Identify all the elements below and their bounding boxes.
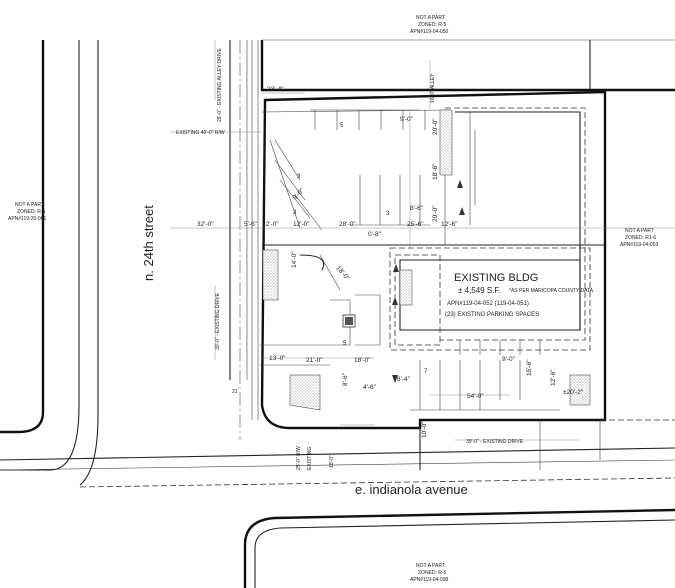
south-driveway [419,419,675,470]
parcel-north-line3: APN#119-04-050 [410,29,448,35]
stall-count-angled-2: 3 [293,210,297,216]
parking-south [260,254,560,411]
stall-count-south: 7 [424,369,428,375]
dim-54-0: 54'-0" [467,393,484,400]
dim-5-6: 5'-6" [244,221,258,228]
dim-12-6-b: 12'-6" [550,369,557,386]
parcel-north: NOT A PART ZONED: R-5 APN#119-04-050 [410,15,448,35]
direction-arrows [392,180,465,383]
label-rw-south-2: 18'-0" [329,455,335,468]
dim-18-8: 18'-8" [432,163,439,180]
dim-20-2: ±20'-2" [563,389,584,396]
dim-20-0-a: 20'-0" [432,118,439,135]
building-area-note: *AS PER MARICOPA COUNTY DATA [509,288,594,294]
label-drive-west: 30'-0" - EXISTING DRIVE [215,292,221,350]
small-mark: 21 [232,389,238,395]
landscape-areas [262,109,591,411]
dim-10-0: 10'-0" [421,421,428,438]
label-rw-south: 25'-0" R/W [296,446,302,470]
parcel-south-line2: ZONED: R-5 [418,570,447,576]
parcel-west: NOT A PART ZONED: R-5 APN#119-20-061 [8,202,46,222]
dim-15-6: 15'-6" [526,359,533,376]
parcel-south: NOT A PART ZONED: R-5 APN#119-04-098 [410,563,448,583]
dim-18-0-a: 18'-0" [334,265,350,283]
dim-8-6-b: 8'-6" [342,372,349,386]
dim-32-0: 32'-0" [197,221,214,228]
dim-25-6: 25'-6" [407,221,424,228]
label-rw-north: EXISTING 40'-0" R/W [176,130,225,136]
dim-12-0-a: 12'-0" [262,221,279,228]
dim-9-0-a: 9'-0" [400,116,414,123]
parcel-east-line3: APN#119-04-053 [620,242,658,248]
street-curbs [0,40,675,588]
parcel-south-line1: NOT A PART [416,563,445,569]
street-label-indianola: e. indianola avenue [355,482,468,497]
stall-count-center: 3 [386,211,390,217]
parcel-north-line1: NOT A PART [416,15,445,21]
parcel-west-line3: APN#119-20-061 [8,216,46,222]
label-existing-south: EXISTING [307,447,313,470]
parking-north [269,109,430,231]
building-parking: (23) EXISTING PARKING SPACES [445,312,539,318]
parcel-east: NOT A PART ZONED: R1-6 APN#119-04-053 [620,228,658,248]
dim-28-0: 28'-0" [339,221,356,228]
dim-23-4: 23'-4" [267,86,284,93]
parcel-east-line2: ZONED: R1-6 [625,235,656,241]
dim-14-0: 14'-0" [291,251,298,268]
parcel-west-line2: ZONED: R-5 [17,209,46,215]
dim-8-6: 8'-6" [410,205,424,212]
dim-9-0-c: 9'-0" [502,356,516,363]
stall-count-west: 5 [343,341,347,347]
parcel-north-line2: ZONED: R-5 [418,22,447,28]
dim-9-0-b: 9'-0" [291,187,306,202]
label-drive-south: 39'-0" - EXISTING DRIVE [466,439,524,445]
dim-0-8: 0'-8" [368,231,382,238]
dim-13-0: 13'-0" [269,355,286,362]
label-alley-north: 16'-0" ALLEY [430,73,436,103]
site-boundary [260,90,607,430]
dim-12-0-b: 12'-0" [293,221,310,228]
dim-8-4: 8'-4" [397,376,411,383]
label-alley-drive: 29'-0" - EXISTING ALLEY DRIVE [217,48,223,122]
dim-4-6: 4'-6" [363,384,377,391]
north-parcel [260,39,675,92]
parcel-east-line1: NOT A PART [625,228,654,234]
parcel-south-line3: APN#119-04-098 [410,577,448,583]
dim-20-0-b: 20'-0" [432,205,439,222]
dim-12-6: 12'-6" [441,221,458,228]
building-apn: APN#119-04-052 (119-04-051) [447,301,529,307]
dim-18-0-b: 18'-0" [354,357,371,364]
building-title: EXISTING BLDG [454,272,538,284]
building-area: ± 4,549 S.F. [458,286,501,295]
alley-lines [239,40,259,440]
dimension-lines [170,40,675,441]
stall-counts: 5 3 3 3 5 7 [293,123,428,375]
street-label-24th: n. 24th street [141,205,156,281]
parcel-west-line1: NOT A PART [15,202,44,208]
dimension-labels: 23'-4" 32'-0" 5'-6" 12'-0" 12'-0" 28'-0"… [197,86,584,438]
stall-count-north: 5 [340,123,344,129]
stall-count-angled-1: 3 [297,174,301,180]
dim-21-0: 21'-0" [306,357,323,364]
